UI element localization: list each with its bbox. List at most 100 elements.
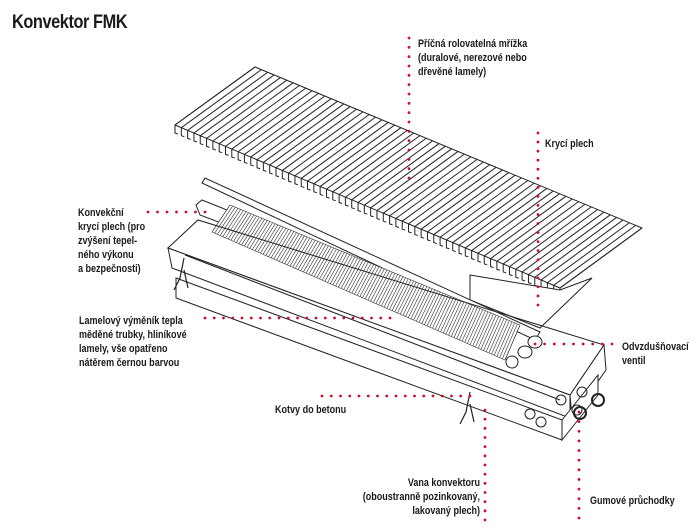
exchanger-fin	[217, 207, 236, 235]
grille-slat	[244, 95, 326, 155]
grille-slat-edge	[496, 261, 501, 271]
exchanger-fin	[311, 245, 329, 276]
exchanger-fin	[340, 257, 358, 289]
grille-slat	[307, 122, 389, 182]
callout-grommets-dot	[577, 516, 581, 520]
grille-slat	[263, 103, 345, 163]
exchanger-fin	[303, 242, 321, 273]
callout-tray-dot	[483, 426, 487, 430]
label-cover-plate: Krycí plech	[545, 138, 594, 150]
exchanger-fin	[295, 238, 313, 269]
callout-cover-plate-dot	[536, 249, 540, 253]
callout-anchors-dot	[348, 394, 352, 398]
grille-slat	[225, 87, 307, 147]
callout-grommets-dot	[577, 429, 581, 433]
callout-anchors-dot	[339, 394, 342, 398]
exchanger-fin	[235, 214, 255, 243]
label-grommets: Gumové průchodky	[590, 495, 675, 507]
callout-tray-dot	[483, 417, 487, 421]
grille-slat-edge	[433, 234, 437, 245]
callout-grommets-dot	[577, 487, 581, 491]
exchanger-fin	[373, 270, 390, 303]
exchanger-fin	[356, 264, 374, 296]
callout-grommets-dot	[577, 449, 581, 452]
grille-slat	[465, 188, 548, 249]
grille-slat	[237, 92, 319, 153]
callout-grille-dot	[407, 73, 411, 77]
exchanger-fin	[467, 309, 484, 344]
grille-slat-edge	[237, 151, 242, 162]
callout-grille-dot	[407, 139, 411, 143]
exchanger-fin	[254, 222, 273, 251]
exchanger-fin	[244, 218, 263, 247]
callout-cover-plate-dot	[536, 222, 540, 225]
grille-slat-edge	[243, 154, 248, 164]
exchanger-fin	[278, 232, 297, 262]
callout-vent-valve-dot	[600, 342, 604, 346]
grille-slat-edge	[464, 247, 469, 258]
exchanger-fin	[496, 321, 513, 357]
callout-heat-exchanger-dot	[379, 316, 383, 320]
grille-slat-edge	[477, 253, 482, 263]
exchanger-fin	[316, 247, 335, 278]
grille-slat	[490, 198, 573, 260]
callout-heat-exchanger-dot	[286, 316, 290, 320]
grille-slat	[401, 161, 484, 222]
callout-cover-plate-dot	[536, 131, 540, 135]
callout-anchors-dot	[422, 394, 426, 398]
exchanger-fin	[260, 224, 279, 254]
grille-slat-edge	[307, 181, 311, 191]
callout-grille-dot	[407, 36, 411, 40]
callout-grille-dot	[407, 148, 411, 152]
callout-tray-dot	[483, 436, 487, 439]
exchanger-fin	[493, 320, 510, 356]
grille-slat	[288, 114, 370, 174]
callout-heat-exchanger-dot	[360, 316, 364, 320]
callout-grommets-dot	[577, 506, 581, 510]
grille-slat	[275, 108, 357, 169]
callout-vent-valve-dot	[562, 342, 566, 346]
grille-slat	[364, 145, 446, 206]
callout-grille-dot	[407, 55, 411, 59]
grille-slat-edge	[483, 255, 488, 266]
callout-cover-plate-dot	[536, 140, 540, 144]
exchanger-fin	[491, 319, 507, 355]
grille-slat	[471, 190, 554, 251]
exchanger-fin	[456, 305, 473, 339]
grille-slat	[534, 217, 617, 278]
callout-grille-dot	[407, 45, 411, 49]
callout-convection-cover-dot	[156, 210, 159, 214]
exchanger-fin	[249, 220, 268, 249]
grille-slat-edge	[414, 226, 418, 237]
exchanger-fin	[343, 258, 361, 290]
grille-slat-edge	[332, 191, 336, 202]
exchanger-fin	[434, 296, 452, 330]
grille-slat-edge	[275, 167, 280, 178]
exchanger-fin	[327, 252, 345, 283]
exchanger-fin	[268, 227, 287, 257]
exchanger-fin	[477, 313, 494, 349]
grommet	[591, 393, 605, 407]
exchanger-fin	[230, 212, 249, 241]
grille-slat-edge	[458, 245, 463, 255]
grille-slat	[502, 203, 586, 265]
grille-slat-edge	[395, 218, 400, 228]
grommet	[573, 406, 587, 420]
grille-slat	[269, 106, 351, 166]
callout-grommets-dot	[577, 497, 581, 501]
grille-slat	[332, 132, 414, 193]
callout-tray-dot	[483, 491, 487, 494]
grille-slat	[370, 148, 452, 209]
grille-slat-edge	[363, 205, 368, 215]
exchanger-fin	[504, 324, 521, 361]
grille-slat-edge	[376, 210, 381, 220]
grille-slat-edge	[389, 215, 393, 226]
grille-slat-edge	[281, 170, 286, 180]
exchanger-fins	[211, 204, 521, 361]
callout-heat-exchanger-dot	[240, 316, 244, 320]
callout-cover-plate-dot	[536, 149, 540, 153]
grille-slat-edge	[256, 159, 261, 170]
exchanger-fin	[219, 208, 239, 236]
callout-vent-valve-dot	[572, 342, 575, 346]
